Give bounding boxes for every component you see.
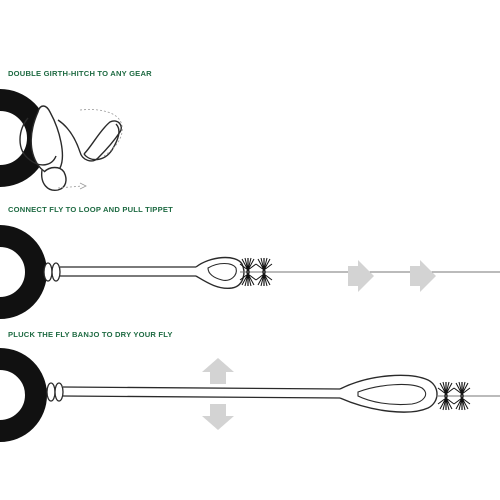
gear-ring-icon — [0, 348, 47, 442]
loop-with-fly-icon — [195, 256, 273, 290]
long-loop-with-fly-icon — [339, 374, 471, 413]
pluck-up-down-arrow-icon — [202, 358, 234, 430]
step-2-caption: CONNECT FLY TO LOOP AND PULL TIPPET — [8, 205, 173, 214]
girth-hitch-loop-icon — [19, 105, 122, 191]
pull-right-arrow-icon — [348, 260, 436, 292]
step-1-caption: DOUBLE GIRTH-HITCH TO ANY GEAR — [8, 69, 152, 78]
direction-guide-arrow-icon — [57, 109, 123, 189]
step-2-illustration — [0, 225, 500, 319]
step-3-illustration — [0, 348, 500, 442]
step-1-illustration — [0, 89, 123, 191]
step-3-caption: PLUCK THE FLY BANJO TO DRY YOUR FLY — [8, 330, 173, 339]
gear-ring-icon — [0, 225, 47, 319]
